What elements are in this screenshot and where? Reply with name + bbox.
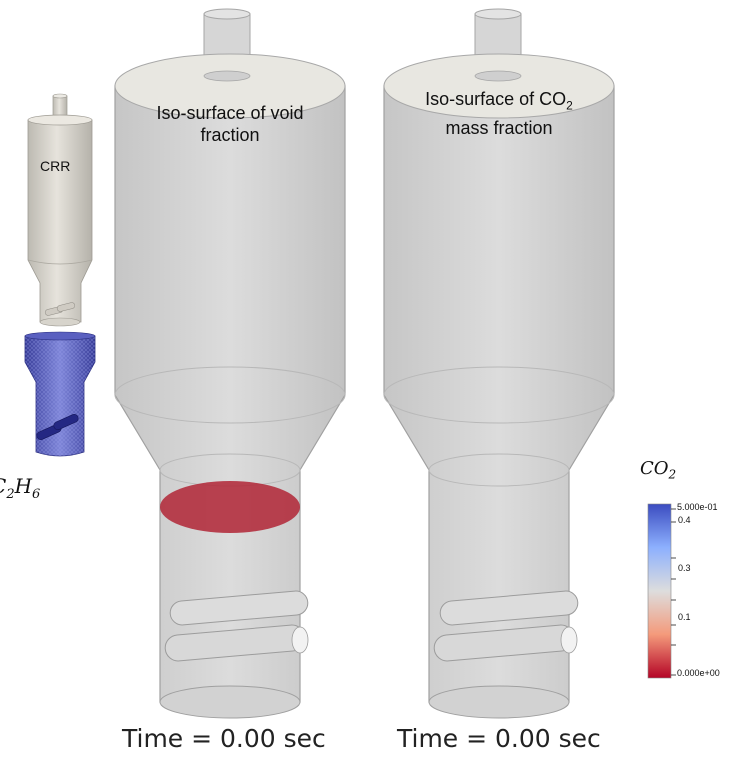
co2-colorbar: [647, 503, 676, 679]
mini-reactor-model: [27, 93, 93, 327]
panel1-time-unit: sec: [275, 724, 326, 753]
colorbar-min-label: 0.000e+00: [677, 668, 720, 678]
colorbar-tick: 0.1: [678, 612, 691, 622]
panel1-title-line2: fraction: [200, 125, 260, 145]
panel1-time-value: 0.00: [220, 724, 276, 753]
panel1-title-line1: Iso-surface of void: [156, 103, 304, 123]
species-symbol-h: H: [14, 474, 33, 498]
species-subscript-2: 6: [32, 487, 41, 502]
mini-mesh-model: [24, 331, 96, 457]
panel1-time: Time = 0.00 sec: [122, 724, 326, 753]
sparger-tubes: [164, 590, 309, 662]
panel2-title-subscript: 2: [566, 98, 573, 113]
species-symbol-c: C: [0, 474, 6, 498]
species-subscript-1: 2: [6, 487, 15, 502]
species-formula: C2H6: [0, 474, 42, 502]
panel2-time-value: 0.00: [495, 724, 551, 753]
panel2-title-line1: Iso-surface of CO2: [425, 89, 573, 113]
colorbar-tick: 0.4: [678, 515, 691, 525]
panel1-time-label: Time =: [122, 724, 221, 753]
reactor-panel-void-fraction: [114, 8, 346, 719]
void-fraction-isosurface: [160, 481, 300, 533]
mesh-spargers: [36, 414, 79, 440]
sparger-tubes: [433, 590, 579, 662]
panel2-time: Time = 0.00 sec: [397, 724, 601, 753]
panel2-time-unit: sec: [550, 724, 601, 753]
panel2-title: Iso-surface of CO2 mass fraction: [389, 88, 609, 139]
mini-spargers: [44, 302, 76, 316]
panel2-title-line2: mass fraction: [445, 117, 553, 138]
colorbar-max-label: 5.000e-01: [677, 502, 718, 512]
reactor-panel-co2-mass-fraction: [383, 8, 615, 719]
colorbar-tick: 0.3: [678, 563, 691, 573]
panel2-time-label: Time =: [397, 724, 496, 753]
mini-reactor-label: CRR: [40, 158, 71, 174]
colorbar-title: CO2: [640, 458, 677, 482]
colorbar-title-subscript: 2: [668, 467, 677, 482]
panel1-title: Iso-surface of void fraction: [120, 102, 340, 146]
